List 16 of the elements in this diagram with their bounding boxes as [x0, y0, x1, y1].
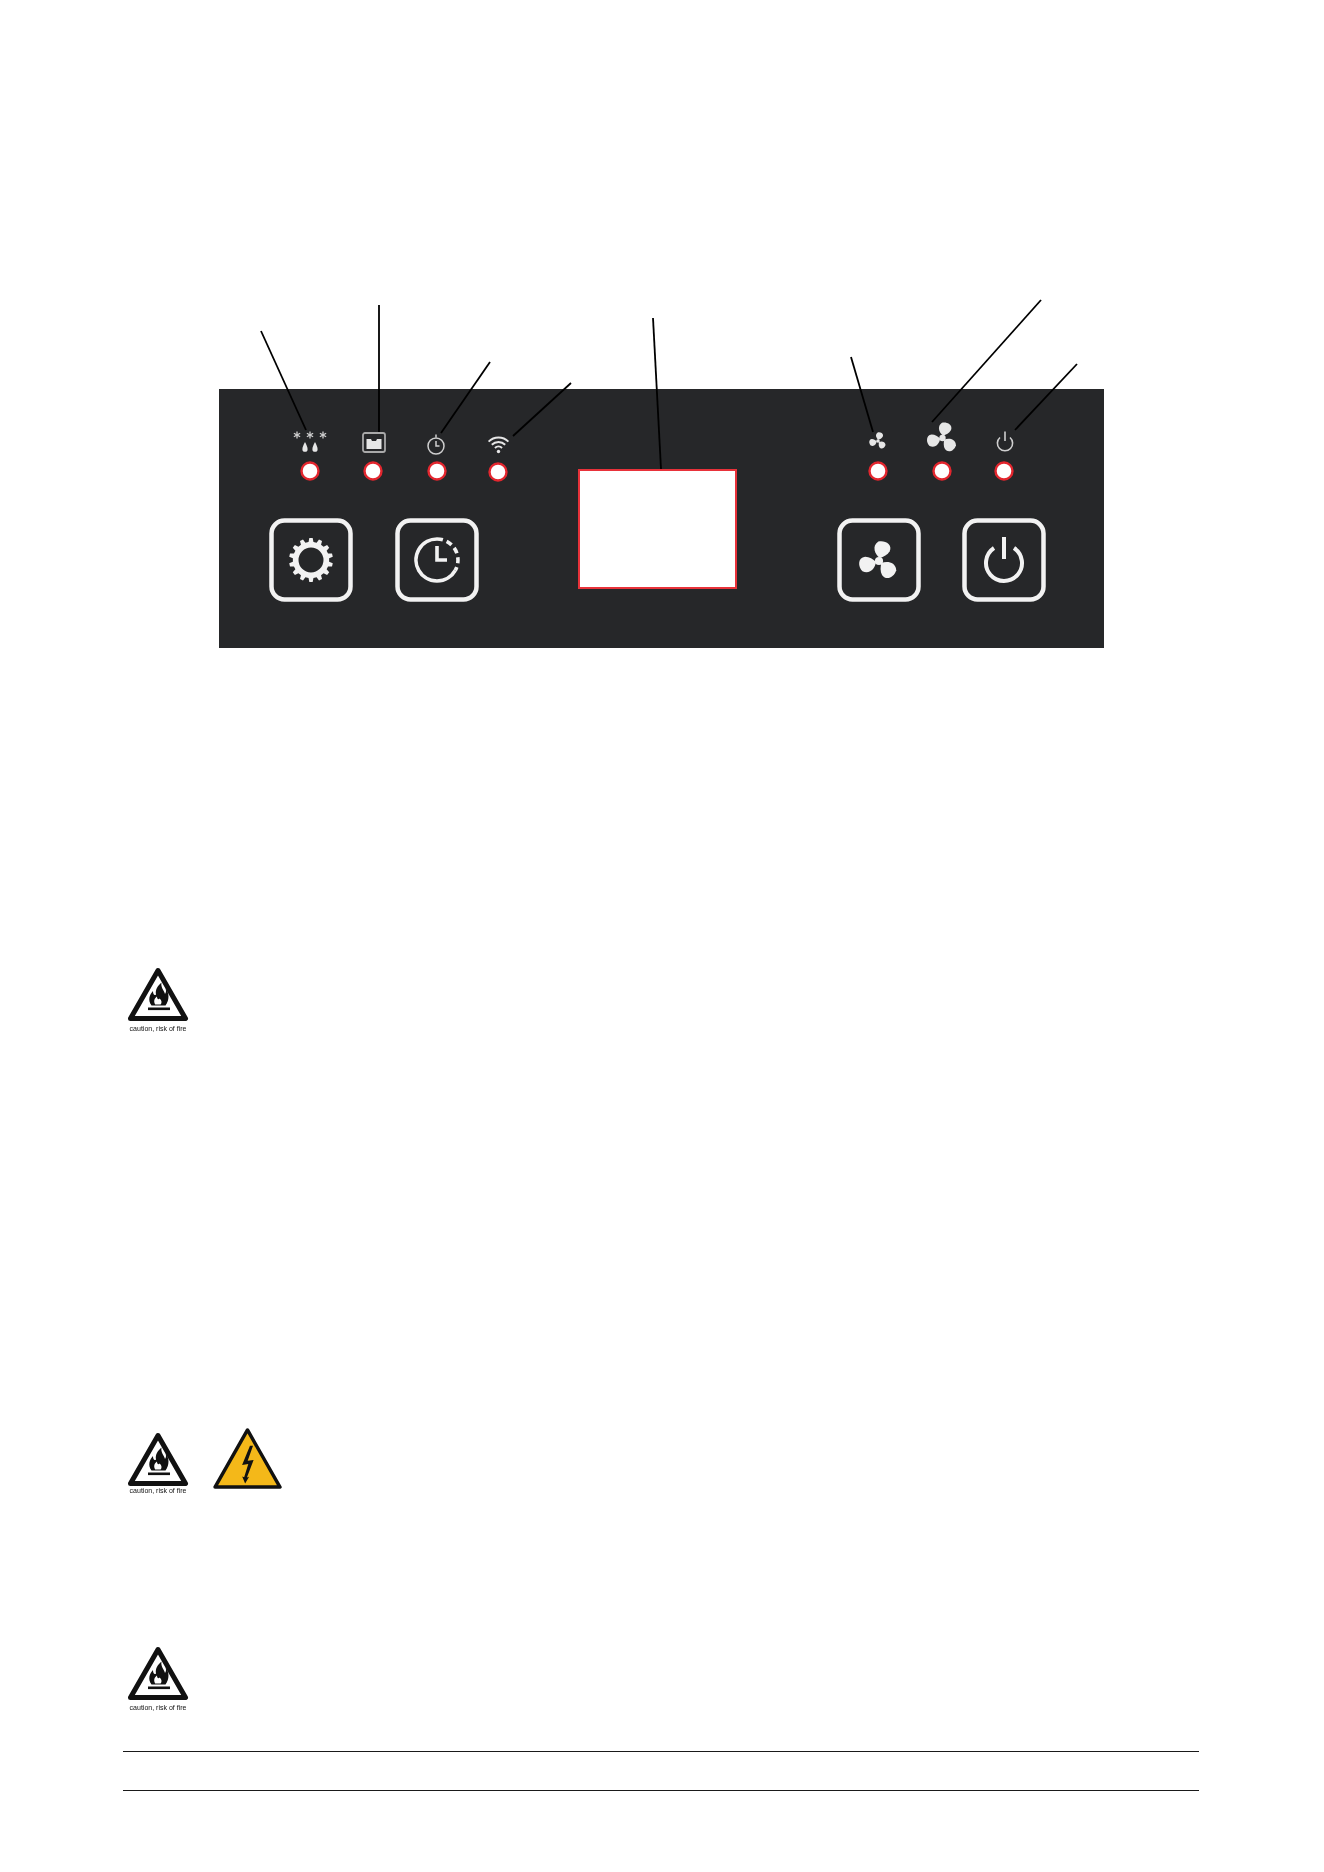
- clock-icon: [424, 433, 448, 455]
- leader-line: [378, 304, 380, 433]
- leader-line: [1014, 363, 1078, 431]
- leader-line: [440, 361, 491, 434]
- leader-line: [512, 382, 572, 437]
- leader-line: [260, 330, 307, 431]
- leader-line: [931, 299, 1042, 423]
- leader-line: [850, 356, 874, 433]
- power-icon: [995, 430, 1015, 453]
- snowflake-drops-icon: [291, 430, 329, 454]
- water-tank-icon: [362, 432, 386, 453]
- fan-icon: [869, 432, 887, 450]
- fan-icon: [926, 422, 959, 454]
- display-screen: [578, 469, 737, 589]
- control-panel: [219, 389, 1104, 648]
- leader-line: [652, 317, 662, 470]
